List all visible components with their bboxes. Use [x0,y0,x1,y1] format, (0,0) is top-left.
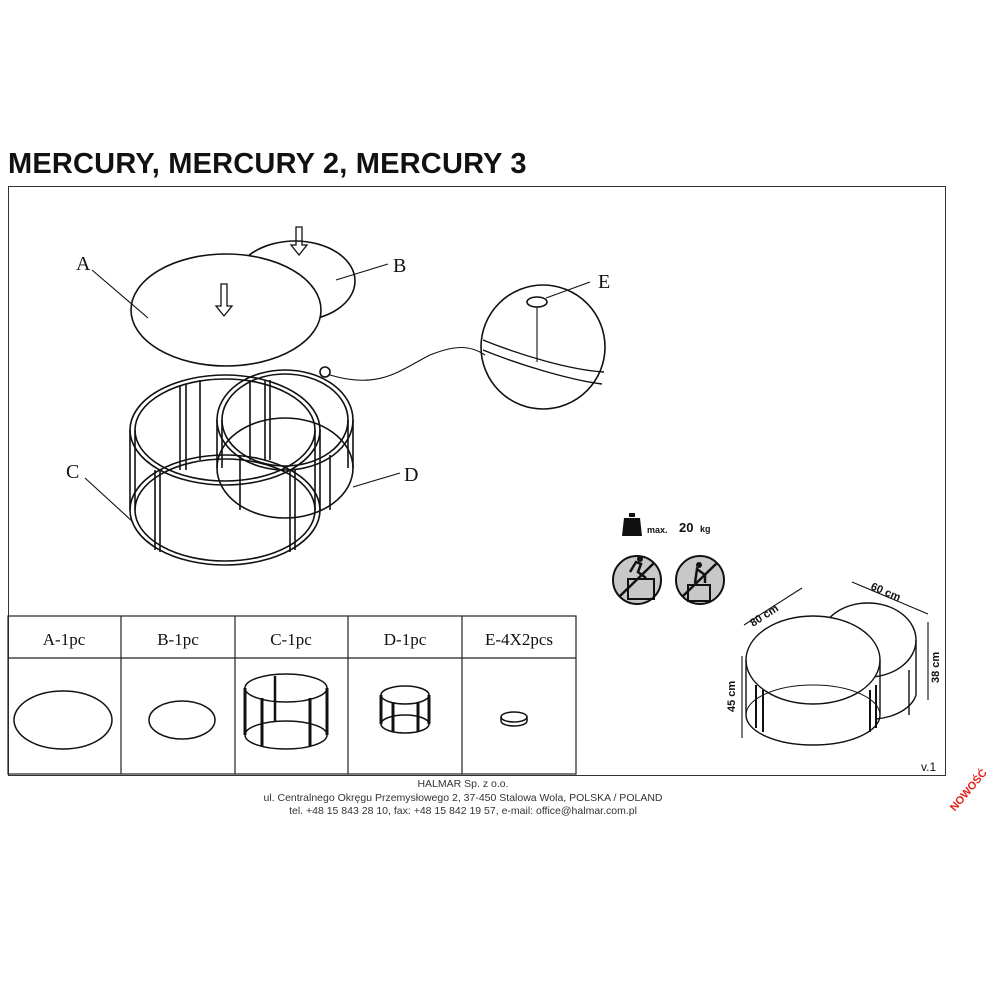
part-c-label: C-1pc [270,630,312,649]
weight-icon [622,513,642,536]
max-label: max. [647,525,668,535]
glide-pad-e [526,296,548,308]
part-a-image [13,690,113,750]
company-contact: tel. +48 15 843 28 10, fax: +48 15 842 1… [289,805,637,817]
part-e-image [500,711,528,727]
part-a-label: A-1pc [43,630,86,649]
down-arrow-icon [214,283,234,318]
callout-b: B [393,255,406,277]
product-dimension-drawing [741,581,929,746]
company-address: ul. Centralnego Okręgu Przemysłowego 2, … [263,791,663,804]
company-name: HALMAR Sp. z o.o. [417,778,509,790]
part-e-label: E-4X2pcs [485,630,553,649]
callout-a: A [76,253,91,275]
document-title: MERCURY, MERCURY 2, MERCURY 3 [8,148,527,180]
company-footer: HALMAR Sp. z o.o. ul. Centralnego Okręgu… [0,778,926,819]
version-label: v.1 [921,760,937,774]
part-c-image [243,673,329,750]
callout-e: E [598,271,610,293]
dim-small-height: 38 cm [930,652,942,683]
part-d-image [379,685,431,734]
no-sitting-on-table-icon [675,555,725,605]
no-standing-on-table-icon [612,555,662,605]
parts-table [7,615,577,775]
detail-magnifier [480,284,606,410]
tabletop-a [130,253,322,367]
dim-small-diameter: 60 cm [869,581,903,604]
instruction-frame [8,186,946,776]
dim-large-height: 45 cm [726,681,738,712]
callout-d: D [404,464,418,486]
part-d-label: D-1pc [384,630,427,649]
callout-c: C [66,461,79,483]
part-b-label: B-1pc [157,630,199,649]
part-b-image [148,700,216,740]
max-unit: kg [700,524,711,534]
max-value: 20 [679,520,693,535]
down-arrow-icon [289,226,309,257]
